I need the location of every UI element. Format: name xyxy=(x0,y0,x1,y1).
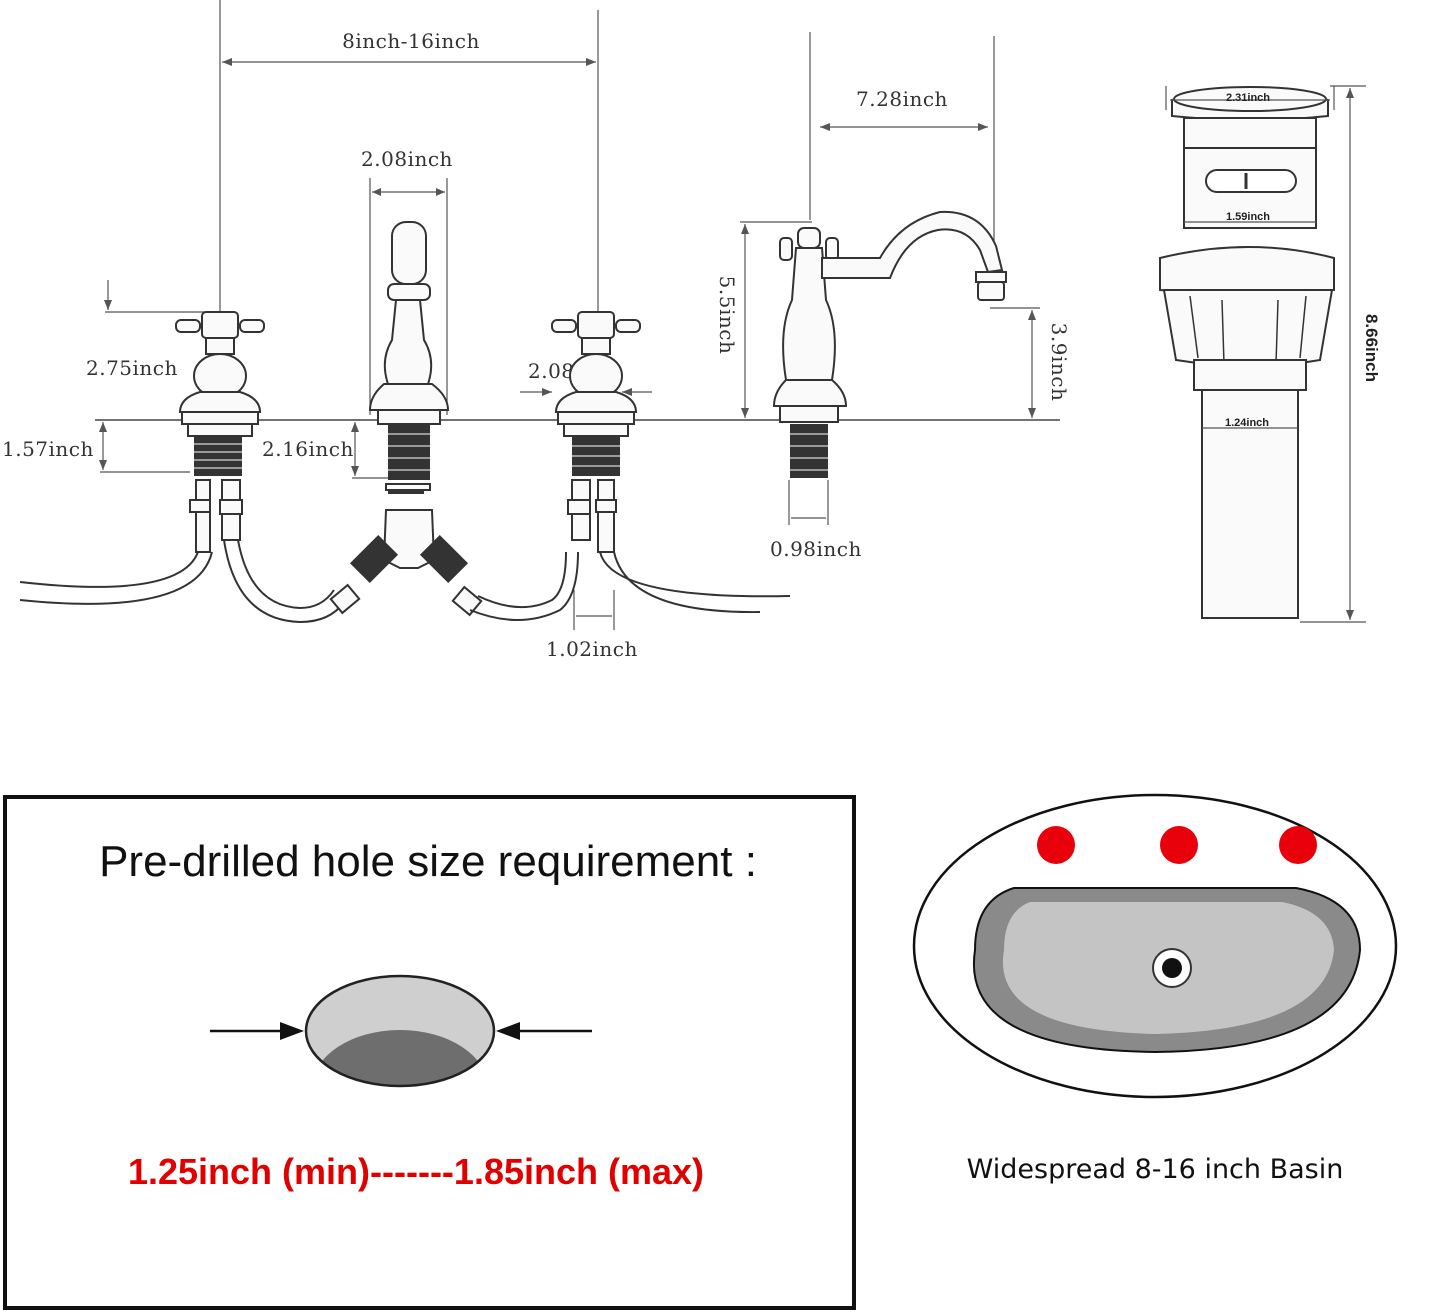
drain-height-label: 8.66inch xyxy=(1362,314,1381,382)
spread-label: 8inch-16inch xyxy=(342,29,480,53)
hole-requirement-title: Pre-drilled hole size requirement : xyxy=(99,837,757,886)
basin-hole-left xyxy=(1037,826,1075,864)
supply-hoses xyxy=(19,483,791,624)
handle-height-label: 2.75inch xyxy=(86,356,178,380)
shank-center-dimension: 2.16inch xyxy=(262,422,420,479)
basin-illustration xyxy=(912,793,1398,1099)
shank-left-dimension: 1.57inch xyxy=(2,422,190,473)
drain-dimensions: 2.31inch 1.59inch 1.24inch 8.66inch xyxy=(1165,85,1381,623)
spout-reach-dimension: 7.28inch xyxy=(809,32,995,260)
spout-clearance-dimension: 3.9inch xyxy=(990,307,1071,418)
shank-center-label: 2.16inch xyxy=(262,437,354,461)
right-handle-valve xyxy=(551,311,641,553)
spout-height-label: 5.5inch xyxy=(715,276,739,355)
spout-clearance-label: 3.9inch xyxy=(1047,323,1071,402)
left-handle-valve xyxy=(175,311,265,553)
spout-shank-dimension: 0.98inch xyxy=(770,480,862,561)
pop-up-drain xyxy=(1159,86,1335,619)
hole-illustration xyxy=(210,974,592,1088)
drain-body-label: 1.59inch xyxy=(1226,211,1270,223)
basin-hole-right xyxy=(1279,826,1317,864)
hose-nut-dimension: 1.02inch xyxy=(546,590,638,661)
hole-size-range: 1.25inch (min)-------1.85inch (max) xyxy=(128,1151,704,1192)
shank-left-label: 1.57inch xyxy=(2,437,94,461)
drain-cap-label: 2.31inch xyxy=(1226,92,1270,104)
basin-hole-center xyxy=(1160,826,1198,864)
spout-shank-label: 0.98inch xyxy=(770,537,862,561)
basin-caption: Widespread 8-16 inch Basin xyxy=(967,1154,1344,1185)
spout xyxy=(772,210,1007,478)
handle-height-dimension: 2.75inch xyxy=(86,280,215,380)
spout-width-dimension: 2.08inch xyxy=(361,147,453,415)
spread-dimension: 8inch-16inch xyxy=(219,0,599,315)
drain-tail-label: 1.24inch xyxy=(1225,417,1269,429)
spout-reach-label: 7.28inch xyxy=(856,87,948,111)
hose-nut-label: 1.02inch xyxy=(546,637,638,661)
spout-height-dimension: 5.5inch xyxy=(715,221,812,418)
spout-width-label: 2.08inch xyxy=(361,147,453,171)
